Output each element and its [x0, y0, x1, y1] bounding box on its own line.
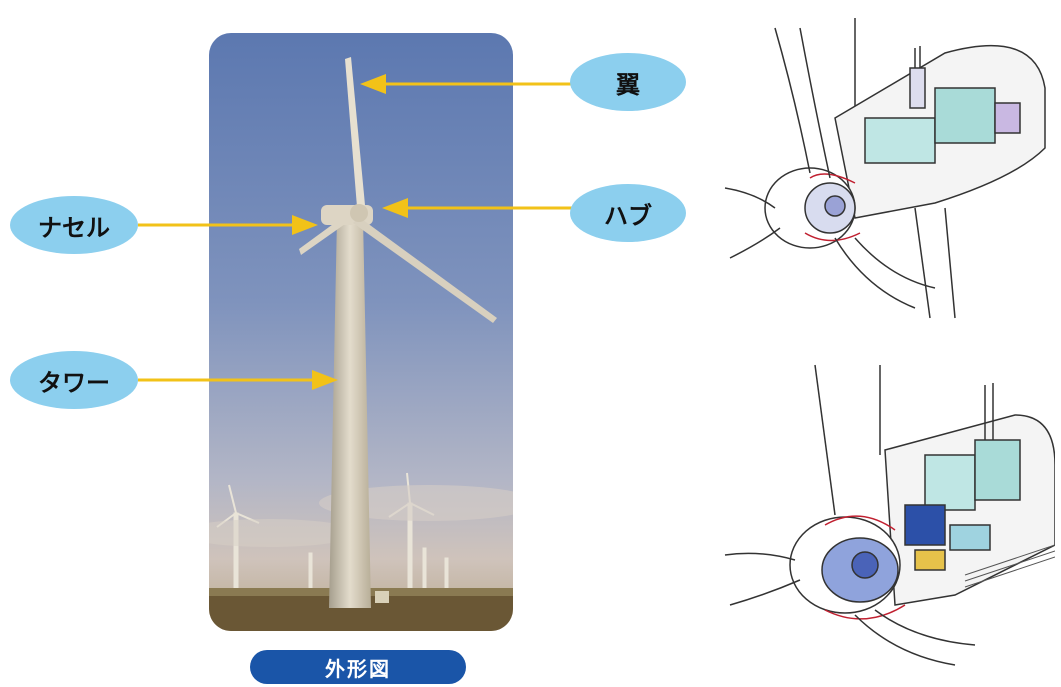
nacelle-cutaway-illustration — [715, 8, 1055, 332]
tower-label: タワー — [10, 351, 138, 409]
nacelle-label: ナセル — [10, 196, 138, 254]
caption-text: 外形図 — [325, 656, 391, 681]
blade-label-text: 翼 — [616, 70, 640, 99]
caption-badge: 外形図 — [250, 650, 466, 684]
tower-label-text: タワー — [38, 368, 110, 397]
hub-label-text: ハブ — [604, 201, 652, 230]
nacelle-cutaway-illustration-alt — [715, 355, 1056, 679]
wind-turbine-photo — [209, 33, 513, 631]
nacelle-label-text: ナセル — [38, 213, 110, 242]
blade-label: 翼 — [570, 53, 686, 111]
hub-label: ハブ — [570, 184, 686, 242]
